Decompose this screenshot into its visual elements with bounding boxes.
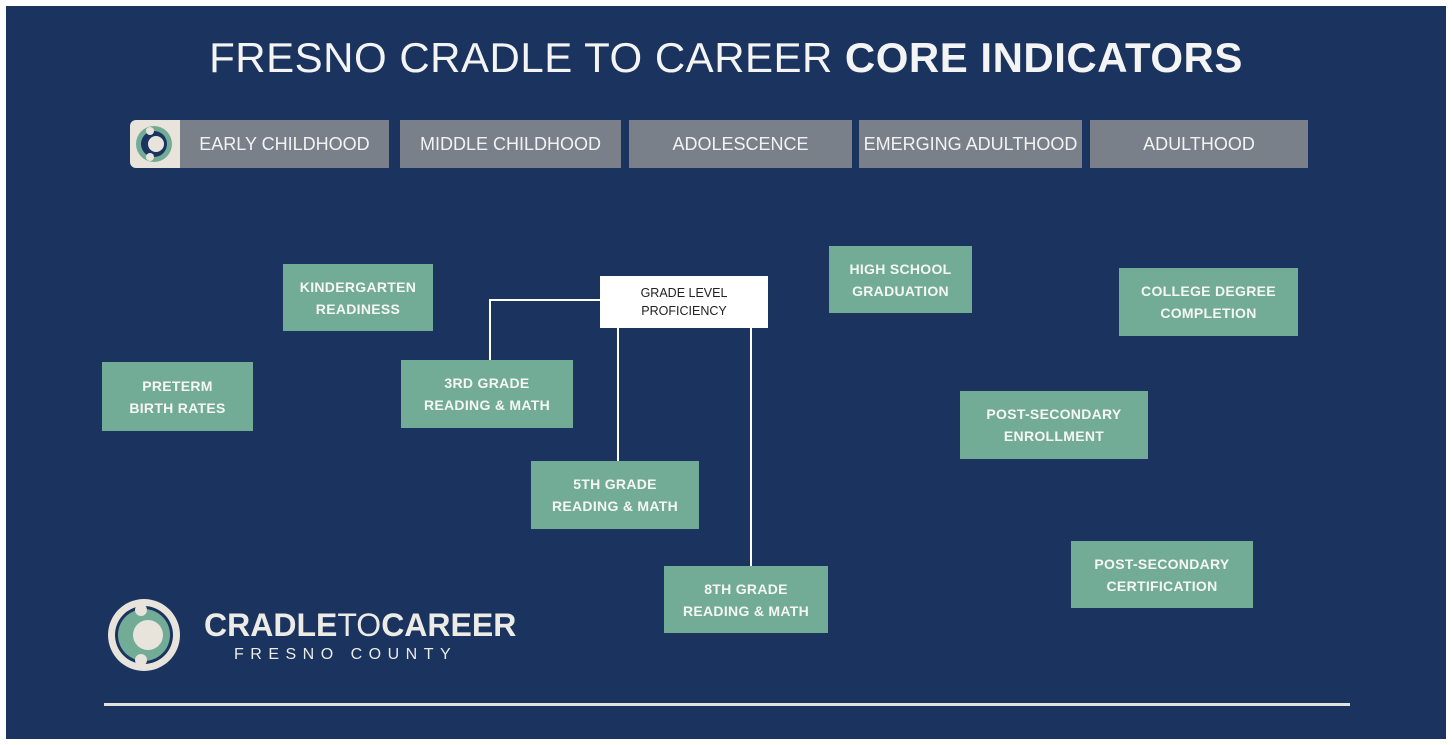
eighth-line1: 8TH GRADE bbox=[704, 580, 788, 597]
connector-eighth bbox=[750, 328, 752, 566]
cradle-to-career-logo-icon bbox=[108, 599, 180, 671]
hs-line2: GRADUATION bbox=[852, 282, 949, 299]
ps-cert-line2: CERTIFICATION bbox=[1106, 577, 1218, 594]
college-line2: COMPLETION bbox=[1160, 305, 1257, 321]
preterm-line1: PRETERM bbox=[142, 377, 213, 394]
grade-level-line2: PROFICIENCY bbox=[641, 304, 727, 318]
stage-emerging-adulthood: EMERGING ADULTHOOD bbox=[859, 120, 1082, 168]
high-school-graduation-box: HIGH SCHOOL GRADUATION bbox=[829, 246, 972, 313]
connector-third bbox=[489, 299, 491, 360]
stage-early-childhood: EARLY CHILDHOOD bbox=[180, 120, 389, 168]
hs-line1: HIGH SCHOOL bbox=[849, 260, 952, 277]
fifth-line1: 5TH GRADE bbox=[573, 476, 657, 492]
college-line1: COLLEGE DEGREE bbox=[1141, 283, 1276, 299]
kindergarten-readiness-box: KINDERGARTEN READINESS bbox=[283, 264, 433, 331]
post-secondary-certification-box: POST-SECONDARY CERTIFICATION bbox=[1071, 541, 1253, 608]
preterm-birth-rates-box: PRETERM BIRTH RATES bbox=[102, 362, 253, 431]
third-line1: 3RD GRADE bbox=[444, 375, 530, 391]
stage-logo-tab bbox=[130, 120, 180, 168]
preterm-line2: BIRTH RATES bbox=[129, 399, 226, 416]
logo-wordmark: CRADLETOCAREER FRESNO COUNTY bbox=[204, 608, 516, 664]
bottom-divider bbox=[104, 703, 1350, 706]
connector-horizontal bbox=[489, 299, 600, 301]
stage-adulthood: ADULTHOOD bbox=[1090, 120, 1308, 168]
eighth-line2: READING & MATH bbox=[682, 602, 810, 619]
logo-career: CAREER bbox=[381, 607, 517, 643]
grade-level-line1: GRADE LEVEL bbox=[640, 286, 728, 300]
title-bold: CORE INDICATORS bbox=[844, 34, 1243, 81]
logo-to: TO bbox=[337, 607, 382, 643]
logo-cradle: CRADLE bbox=[204, 607, 338, 643]
ps-enroll-line1: POST-SECONDARY bbox=[986, 406, 1122, 422]
stage-middle-childhood: MIDDLE CHILDHOOD bbox=[400, 120, 621, 168]
ps-enroll-line2: ENROLLMENT bbox=[1003, 428, 1105, 444]
stage-adolescence: ADOLESCENCE bbox=[629, 120, 852, 168]
third-grade-box: 3RD GRADE READING & MATH bbox=[401, 360, 573, 428]
cradle-logo-icon bbox=[136, 126, 172, 162]
connector-fifth bbox=[617, 328, 619, 461]
logo-subtitle: FRESNO COUNTY bbox=[234, 646, 458, 663]
title-light: FRESNO CRADLE TO CAREER bbox=[209, 34, 833, 81]
college-degree-completion-box: COLLEGE DEGREE COMPLETION bbox=[1119, 268, 1298, 336]
third-line2: READING & MATH bbox=[423, 397, 551, 413]
fifth-line2: READING & MATH bbox=[551, 498, 679, 514]
kindergarten-line1: KINDERGARTEN bbox=[299, 278, 417, 295]
ps-cert-line1: POST-SECONDARY bbox=[1094, 555, 1230, 572]
fifth-grade-box: 5TH GRADE READING & MATH bbox=[531, 461, 699, 529]
eighth-grade-box: 8TH GRADE READING & MATH bbox=[664, 566, 828, 633]
kindergarten-line2: READINESS bbox=[315, 300, 401, 317]
post-secondary-enrollment-box: POST-SECONDARY ENROLLMENT bbox=[960, 391, 1148, 459]
grade-level-proficiency-box: GRADE LEVEL PROFICIENCY bbox=[600, 276, 768, 328]
